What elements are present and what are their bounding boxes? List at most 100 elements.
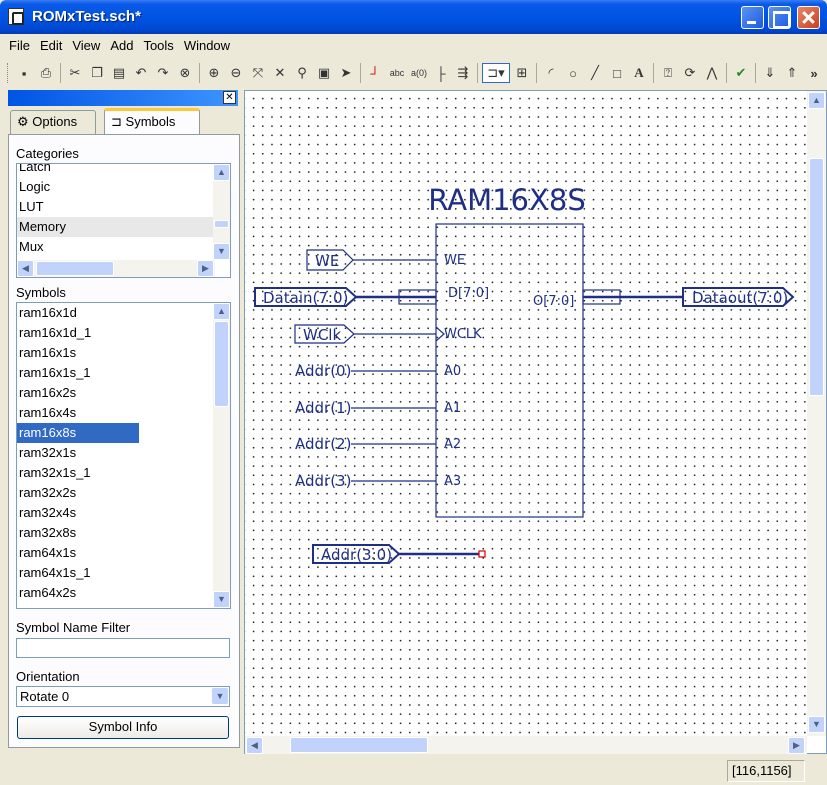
refresh-icon[interactable]: ▣: [317, 65, 331, 80]
find-icon[interactable]: ⊗: [179, 65, 191, 80]
io-marker-addr[interactable]: [312, 544, 401, 564]
add-bus-name-icon[interactable]: a(0): [410, 68, 427, 78]
category-item-selected[interactable]: Memory: [17, 217, 215, 237]
schematic-canvas[interactable]: RAM16X8S WE D[7:0] WCLK A0 A1 A2 A3 O[7:…: [245, 91, 807, 736]
menu-view[interactable]: View: [72, 38, 101, 53]
symbol-item[interactable]: ram32x8s: [19, 525, 77, 540]
symbol-item-selected[interactable]: ram16x8s: [17, 423, 139, 443]
add-arc-icon[interactable]: ◜: [548, 65, 554, 80]
scroll-right-icon[interactable]: ▶: [788, 737, 805, 754]
scroll-left-icon[interactable]: ◀: [17, 260, 34, 277]
undo-icon[interactable]: ↶: [135, 65, 147, 80]
scroll-up-icon[interactable]: ▲: [213, 303, 230, 320]
push-into-icon[interactable]: ⇓: [764, 65, 776, 80]
categories-hscroll[interactable]: ◀ ▶: [17, 260, 215, 277]
print-icon[interactable]: ⎙: [40, 65, 52, 80]
zoom-selected-icon[interactable]: ⚲: [297, 65, 307, 80]
categories-list[interactable]: Latch Logic LUT Memory Mux ▲ ▼ ◀ ▶: [16, 163, 231, 278]
paste-icon[interactable]: ▤: [112, 65, 126, 80]
close-button[interactable]: [797, 6, 820, 29]
menu-window[interactable]: Window: [183, 38, 231, 53]
scroll-right-icon[interactable]: ▶: [197, 260, 214, 277]
app-icon[interactable]: [8, 8, 24, 25]
symbol-item[interactable]: ram32x4s: [19, 505, 77, 520]
toolbar-grip[interactable]: [7, 63, 10, 83]
scroll-thumb[interactable]: [290, 737, 428, 753]
add-symbol-icon[interactable]: ⊐▾: [482, 63, 510, 83]
symbol-info-icon[interactable]: ⍰: [664, 65, 672, 80]
panel-close-icon[interactable]: ✕: [223, 91, 236, 104]
add-rectangle-icon[interactable]: □: [613, 65, 621, 81]
category-item[interactable]: Logic: [19, 179, 51, 194]
scroll-left-icon[interactable]: ◀: [246, 737, 263, 754]
category-item[interactable]: LUT: [19, 199, 44, 214]
symbol-item[interactable]: ram16x4s: [19, 405, 77, 420]
add-bus-tap-icon[interactable]: ├: [436, 65, 446, 81]
symbol-item[interactable]: ram16x1s: [19, 345, 77, 360]
chevron-down-icon[interactable]: ▼: [212, 688, 228, 704]
add-instance-icon[interactable]: ⊞: [516, 65, 528, 80]
tab-options[interactable]: ⚙ Options: [10, 110, 96, 134]
menu-file[interactable]: File: [9, 38, 30, 53]
symbols-vscroll[interactable]: ▲ ▼: [213, 303, 230, 608]
io-marker-datain[interactable]: [254, 287, 358, 307]
menu-add[interactable]: Add: [110, 38, 134, 53]
zoom-out-icon[interactable]: ⊖: [230, 65, 242, 80]
copy-icon[interactable]: ❐: [91, 65, 103, 80]
save-icon[interactable]: ▪: [21, 65, 27, 81]
symbol-item[interactable]: ram64x1s: [19, 545, 77, 560]
category-item[interactable]: Mux: [19, 239, 44, 254]
mirror-icon[interactable]: ⋀: [706, 65, 718, 80]
scroll-down-icon[interactable]: ▼: [213, 243, 230, 260]
maximize-button[interactable]: [768, 6, 791, 29]
symbol-item[interactable]: ram32x2s: [19, 485, 77, 500]
net-label-addr2[interactable]: Addr(2): [295, 435, 351, 453]
add-io-marker-icon[interactable]: ⇶: [457, 65, 469, 80]
net-label-addr1[interactable]: Addr(1): [295, 399, 351, 417]
symbol-item[interactable]: ram32x1s: [19, 445, 77, 460]
zoom-full-icon[interactable]: ⤧: [252, 65, 264, 80]
symbol-item[interactable]: ram16x2s: [19, 385, 77, 400]
menu-tools[interactable]: Tools: [143, 38, 174, 53]
categories-vscroll[interactable]: ▲ ▼: [213, 164, 230, 260]
scroll-thumb[interactable]: [36, 261, 114, 276]
pop-out-icon[interactable]: ⇑: [786, 65, 798, 80]
io-marker-dataout[interactable]: [682, 287, 795, 307]
add-text-icon[interactable]: A: [634, 65, 644, 80]
select-pointer-icon[interactable]: ➤: [340, 65, 352, 80]
symbol-item[interactable]: ram16x1d: [19, 305, 77, 320]
symbol-filter-input[interactable]: [16, 638, 230, 658]
add-net-name-icon[interactable]: abc: [389, 68, 405, 78]
add-circle-icon[interactable]: ○: [569, 65, 577, 81]
symbols-list[interactable]: ram16x1d ram16x1d_1 ram16x1s ram16x1s_1 …: [16, 302, 231, 609]
category-item[interactable]: Latch: [19, 163, 51, 174]
io-marker-we[interactable]: [306, 249, 354, 271]
add-line-icon[interactable]: ╱: [591, 65, 599, 80]
cut-icon[interactable]: ✂: [69, 65, 81, 80]
net-label-addr0[interactable]: Addr(0): [295, 362, 351, 380]
add-wire-icon[interactable]: ┘: [370, 65, 380, 81]
symbol-info-button[interactable]: Symbol Info: [17, 716, 229, 739]
canvas-vscroll[interactable]: ▲ ▼: [807, 91, 826, 736]
tab-symbols[interactable]: ⊐ Symbols: [104, 108, 200, 135]
symbol-item[interactable]: ram64x1s_1: [19, 565, 91, 580]
minimize-button[interactable]: [741, 6, 764, 29]
scroll-thumb[interactable]: [214, 321, 229, 407]
symbol-item[interactable]: ram16x1s_1: [19, 365, 91, 380]
scroll-up-icon[interactable]: ▲: [808, 92, 825, 109]
net-label-addr3[interactable]: Addr(3): [295, 472, 351, 490]
menu-edit[interactable]: Edit: [39, 38, 63, 53]
symbol-item[interactable]: ram32x1s_1: [19, 465, 91, 480]
scroll-up-icon[interactable]: ▲: [213, 164, 230, 181]
scroll-thumb[interactable]: [809, 158, 824, 396]
scroll-down-icon[interactable]: ▼: [213, 591, 230, 608]
zoom-in-icon[interactable]: ⊕: [208, 65, 220, 80]
scroll-thumb[interactable]: [214, 220, 229, 228]
orientation-select[interactable]: Rotate 0 ▼: [16, 686, 230, 707]
rotate-icon[interactable]: ⟳: [684, 65, 696, 80]
symbol-item[interactable]: ram16x1d_1: [19, 325, 92, 340]
symbol-item[interactable]: ram128x1s: [17, 603, 215, 608]
redo-icon[interactable]: ↷: [157, 65, 169, 80]
io-marker-wclk[interactable]: [294, 324, 355, 344]
symbol-item[interactable]: ram64x2s: [19, 585, 77, 600]
